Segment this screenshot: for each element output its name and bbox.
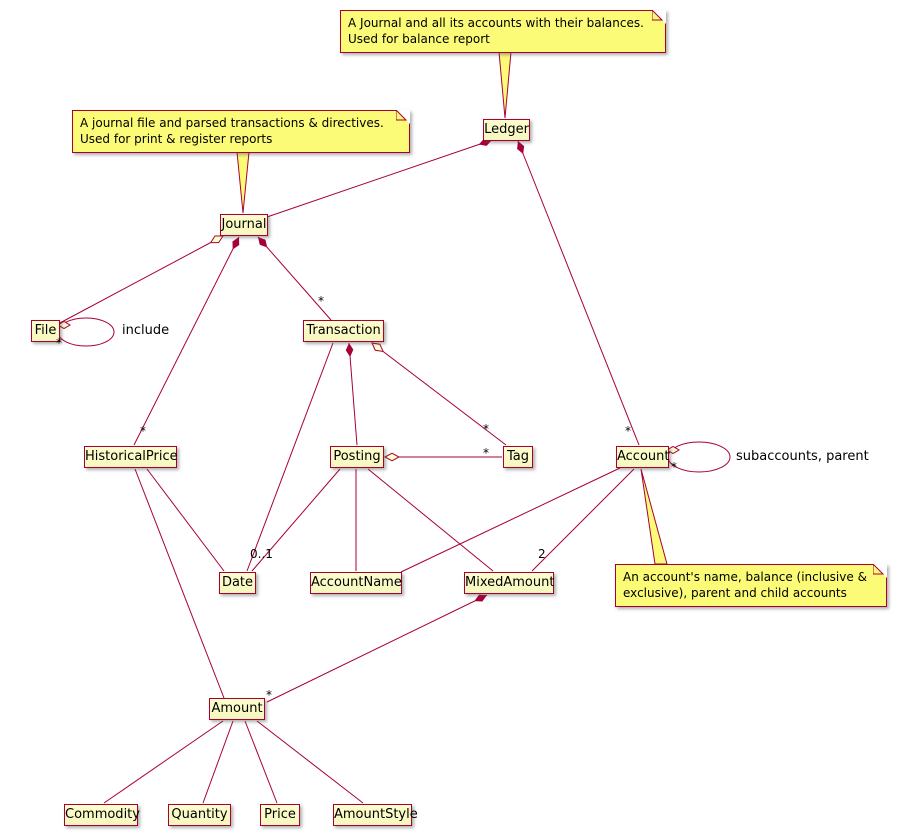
class-tag: Tag xyxy=(503,446,533,468)
multiplicity-journal-historicalprice: * xyxy=(140,424,146,438)
class-historicalprice: HistoricalPrice xyxy=(84,446,178,468)
multiplicity-mixedamount-amount: * xyxy=(266,688,272,702)
edge-posting-date xyxy=(251,468,341,572)
note-fold-icon xyxy=(652,10,666,24)
label-include: include xyxy=(122,323,170,338)
edge-historicalprice-date xyxy=(146,468,225,572)
note-journal-line1: A journal file and parsed transactions &… xyxy=(80,116,384,130)
aggregation-diamond-account-loop xyxy=(666,445,680,455)
note-fold-icon xyxy=(396,110,410,124)
edge-amount-amountstyle xyxy=(256,720,364,804)
note-connector-journal xyxy=(236,151,250,214)
edge-account-mixedamount xyxy=(531,468,635,572)
multiplicity-journal-transaction: * xyxy=(318,294,324,308)
note-connector-account xyxy=(640,468,668,565)
multiplicity-posting-tag: * xyxy=(483,446,489,460)
class-ledger: Ledger xyxy=(483,119,530,141)
multiplicity-account-loop: * xyxy=(671,460,677,474)
class-posting: Posting xyxy=(330,446,384,468)
edge-mixedamount-amount xyxy=(266,594,488,703)
edge-historicalprice-amount xyxy=(134,468,225,699)
class-mixedamount: MixedAmount xyxy=(464,572,554,594)
class-amountstyle: AmountStyle xyxy=(333,804,418,826)
class-commodity: Commodity xyxy=(64,804,140,826)
class-accountname: AccountName xyxy=(310,572,402,594)
edge-posting-mixedamount xyxy=(367,468,494,572)
note-account-line2: exclusive), parent and child accounts xyxy=(623,586,847,600)
class-account: Account xyxy=(616,446,670,468)
edge-amount-quantity xyxy=(202,720,234,804)
edge-transaction-date xyxy=(246,342,334,572)
class-transaction: Transaction xyxy=(303,320,384,342)
note-journal: A journal file and parsed transactions &… xyxy=(72,110,410,153)
class-quantity: Quantity xyxy=(168,804,231,826)
edge-amount-commodity xyxy=(103,720,224,804)
edge-journal-transaction xyxy=(257,236,332,321)
note-account: An account's name, balance (inclusive & … xyxy=(615,564,887,607)
note-connector-ledger xyxy=(498,51,512,119)
multiplicity-account-mixedamount: 2 xyxy=(538,547,546,561)
note-ledger: A Journal and all its accounts with thei… xyxy=(340,10,666,53)
note-account-line1: An account's name, balance (inclusive & xyxy=(623,570,867,584)
class-amount: Amount xyxy=(209,698,265,720)
note-ledger-line2: Used for balance report xyxy=(348,32,490,46)
edge-ledger-journal xyxy=(266,138,493,218)
class-file: File xyxy=(31,320,60,342)
class-journal: Journal xyxy=(220,214,268,236)
multiplicity-posting-date: 0..1 xyxy=(250,547,273,561)
edge-transaction-posting xyxy=(345,342,358,446)
edge-account-subaccounts-loop xyxy=(667,441,731,473)
note-fold-icon xyxy=(873,564,887,578)
label-subaccounts-parent: subaccounts, parent xyxy=(736,449,869,464)
edge-account-accountname xyxy=(400,467,621,573)
class-price: Price xyxy=(260,804,300,826)
note-journal-line2: Used for print & register reports xyxy=(80,132,273,146)
aggregation-diamond-file-loop xyxy=(57,320,71,330)
edge-journal-file xyxy=(57,236,223,325)
edge-journal-historicalprice xyxy=(133,236,240,446)
note-ledger-line1: A Journal and all its accounts with thei… xyxy=(348,16,644,30)
class-date: Date xyxy=(219,572,256,594)
multiplicity-file-loop: * xyxy=(56,336,62,350)
edge-ledger-account xyxy=(517,140,640,446)
multiplicity-transaction-tag: * xyxy=(483,422,489,436)
multiplicity-ledger-account: * xyxy=(625,424,631,438)
edge-file-include-loop xyxy=(57,317,115,347)
edge-amount-price xyxy=(244,720,278,804)
edge-transaction-tag xyxy=(372,343,507,446)
